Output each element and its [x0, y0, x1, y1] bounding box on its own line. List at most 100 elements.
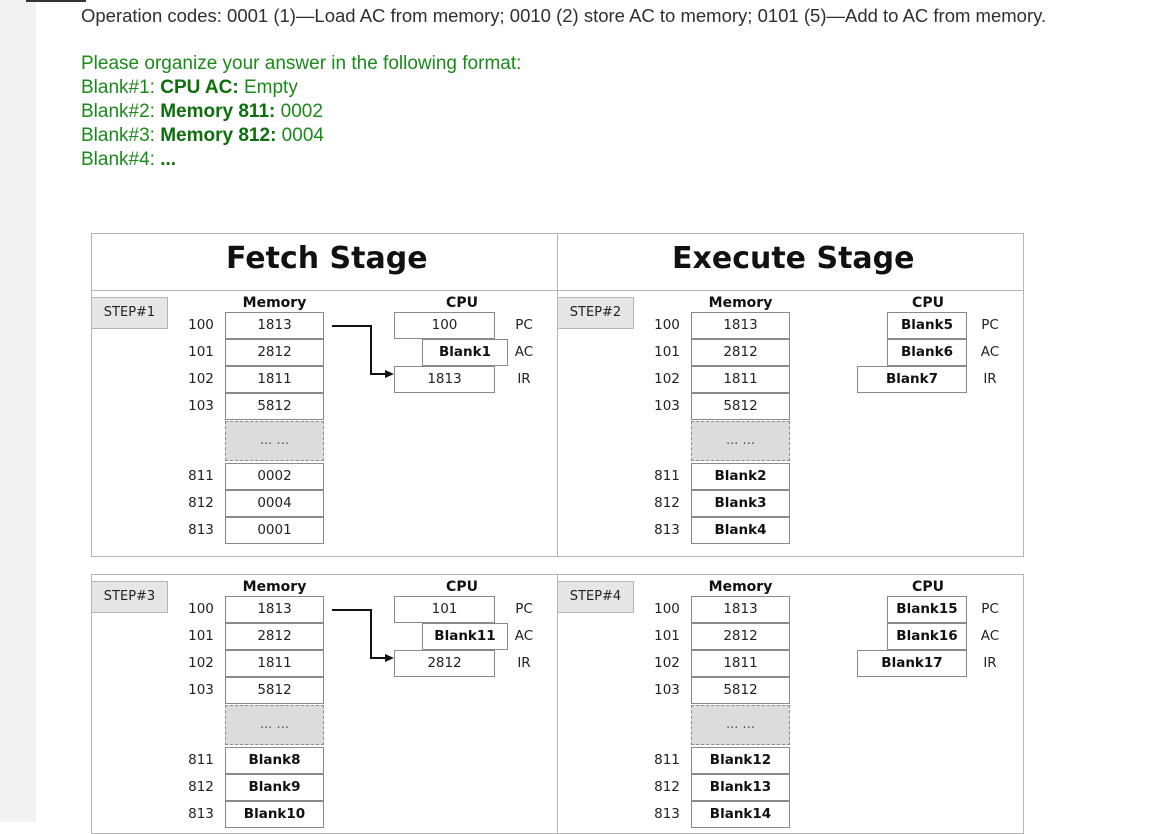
step3-memory-cell-101: 2812	[225, 623, 324, 650]
step3-address-813: 813	[188, 806, 214, 822]
step2-memory-cell-811: Blank2	[691, 463, 790, 490]
step1-label: STEP#1	[91, 297, 168, 329]
step4-memory-header: Memory	[708, 579, 773, 595]
step2-address-102: 102	[654, 371, 680, 387]
step2-memory-cell-102: 1811	[691, 366, 790, 393]
step3-memory-cell-813: Blank10	[225, 801, 324, 828]
step2-address-813: 813	[654, 522, 680, 538]
step1-memory-cell-812: 0004	[225, 490, 324, 517]
step3-cpu-pc-cell: 101	[394, 596, 495, 623]
step2-cpu-pc-cell: Blank5	[887, 312, 967, 339]
step3-memory-cell-811: Blank8	[225, 747, 324, 774]
step1-register-ir: IR	[517, 371, 531, 387]
step1-memory-header: Memory	[242, 295, 307, 311]
step2-cpu-ac-cell: Blank6	[887, 339, 967, 366]
step3-memory-cell-103: 5812	[225, 677, 324, 704]
step4-address-101: 101	[654, 628, 680, 644]
execute-stage-header	[557, 233, 1024, 291]
step2-address-103: 103	[654, 398, 680, 414]
format-example-1: Blank#1: CPU AC: Empty	[81, 77, 298, 98]
step3-cpu-ac-cell: Blank11	[422, 623, 508, 650]
step4-address-812: 812	[654, 779, 680, 795]
step1-cpu-header: CPU	[446, 295, 478, 311]
step4-cpu-ac-cell: Blank16	[887, 623, 967, 650]
format-example-4: Blank#4: ...	[81, 149, 177, 170]
step2-memory-cell-812: Blank3	[691, 490, 790, 517]
step2-memory-gap: ... ...	[691, 421, 790, 461]
step1-memory-gap: ... ...	[225, 421, 324, 461]
step1-cpu-ir-cell: 1813	[394, 366, 495, 393]
execute-stage-title: Execute Stage	[672, 241, 915, 276]
step3-register-pc: PC	[515, 601, 533, 617]
step4-address-100: 100	[654, 601, 680, 617]
step3-address-811: 811	[188, 752, 214, 768]
format-example-2: Blank#2: Memory 811: 0002	[81, 101, 323, 122]
step4-address-103: 103	[654, 682, 680, 698]
step4-address-102: 102	[654, 655, 680, 671]
step1-address-100: 100	[188, 317, 214, 333]
step3-memory-gap: ... ...	[225, 705, 324, 745]
step4-register-ac: AC	[980, 628, 1000, 644]
step4-memory-cell-813: Blank14	[691, 801, 790, 828]
step2-address-100: 100	[654, 317, 680, 333]
step2-address-101: 101	[654, 344, 680, 360]
step4-label: STEP#4	[557, 581, 634, 613]
step4-cpu-pc-cell: Blank15	[887, 596, 967, 623]
left-sidebar-strip	[0, 0, 36, 822]
step1-cpu-pc-cell: 100	[394, 312, 495, 339]
step3-memory-cell-102: 1811	[225, 650, 324, 677]
step4-register-ir: IR	[983, 655, 997, 671]
step3-fetch-arrowhead	[385, 654, 394, 662]
step3-address-103: 103	[188, 682, 214, 698]
step3-memory-cell-100: 1813	[225, 596, 324, 623]
step3-fetch-arrow	[332, 609, 394, 662]
step1-register-ac: AC	[514, 344, 534, 360]
step4-memory-cell-101: 2812	[691, 623, 790, 650]
step4-register-pc: PC	[981, 601, 999, 617]
step3-register-ac: AC	[514, 628, 534, 644]
step4-memory-cell-811: Blank12	[691, 747, 790, 774]
top-divider	[26, 0, 86, 2]
step3-memory-cell-812: Blank9	[225, 774, 324, 801]
step3-fetch-arrow-line	[332, 609, 389, 659]
step4-cpu-ir-cell: Blank17	[857, 650, 967, 677]
step2-memory-cell-103: 5812	[691, 393, 790, 420]
fetch-stage-header	[91, 233, 558, 291]
step3-address-102: 102	[188, 655, 214, 671]
step2-memory-header: Memory	[708, 295, 773, 311]
step1-address-811: 811	[188, 468, 214, 484]
step3-address-812: 812	[188, 779, 214, 795]
step3-register-ir: IR	[517, 655, 531, 671]
step4-memory-cell-812: Blank13	[691, 774, 790, 801]
format-example-3: Blank#3: Memory 812: 0004	[81, 125, 324, 146]
step2-memory-cell-813: Blank4	[691, 517, 790, 544]
step3-address-100: 100	[188, 601, 214, 617]
step1-address-103: 103	[188, 398, 214, 414]
step2-cpu-header: CPU	[912, 295, 944, 311]
step3-cpu-header: CPU	[446, 579, 478, 595]
step2-memory-cell-100: 1813	[691, 312, 790, 339]
step1-memory-cell-101: 2812	[225, 339, 324, 366]
step2-label: STEP#2	[557, 297, 634, 329]
step1-fetch-arrow	[332, 325, 394, 378]
step1-memory-cell-100: 1813	[225, 312, 324, 339]
step4-address-813: 813	[654, 806, 680, 822]
step1-cpu-ac-cell: Blank1	[422, 339, 508, 366]
step1-memory-cell-103: 5812	[225, 393, 324, 420]
step3-memory-header: Memory	[242, 579, 307, 595]
step4-memory-cell-103: 5812	[691, 677, 790, 704]
step1-fetch-arrowhead	[385, 370, 394, 378]
step1-address-812: 812	[188, 495, 214, 511]
step1-memory-cell-102: 1811	[225, 366, 324, 393]
step3-address-101: 101	[188, 628, 214, 644]
step4-address-811: 811	[654, 752, 680, 768]
step2-address-811: 811	[654, 468, 680, 484]
step4-cpu-header: CPU	[912, 579, 944, 595]
format-instructions: Please organize your answer in the follo…	[81, 53, 522, 74]
step1-fetch-arrow-line	[332, 325, 389, 375]
step1-address-101: 101	[188, 344, 214, 360]
step4-memory-cell-102: 1811	[691, 650, 790, 677]
step2-address-812: 812	[654, 495, 680, 511]
fetch-stage-title: Fetch Stage	[226, 241, 428, 276]
step4-memory-gap: ... ...	[691, 705, 790, 745]
